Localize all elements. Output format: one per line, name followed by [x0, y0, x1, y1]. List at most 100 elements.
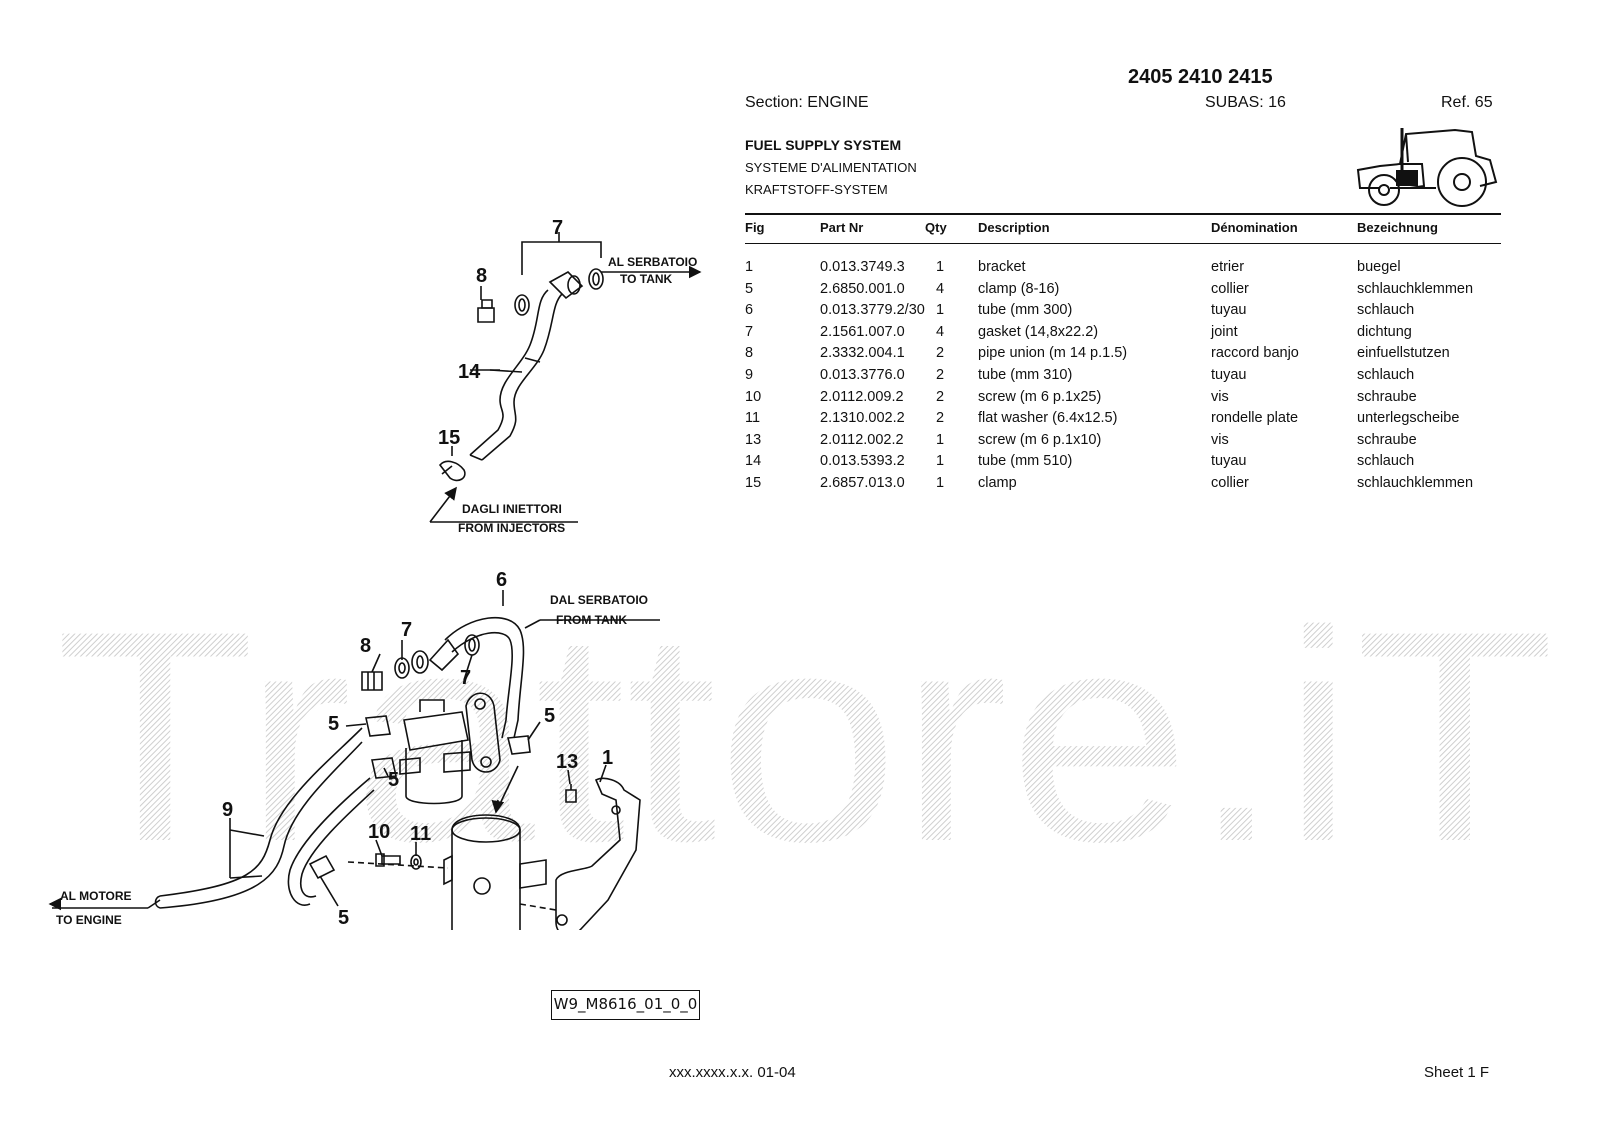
table-row: 1 0.013.3749.3 1 bracket etrier buegel: [745, 257, 1501, 279]
cell-qty: 1: [936, 474, 945, 491]
cell-qty: 2: [936, 410, 945, 427]
cell-bez: schlauch: [1357, 302, 1415, 319]
callout-9: 9: [222, 799, 233, 821]
cell-part: 0.013.3776.0: [820, 366, 905, 383]
label-from-tank-it: DAL SERBATOIO: [550, 593, 648, 607]
table-row: 6 0.013.3779.2/30 1 tube (mm 300) tuyau …: [745, 300, 1501, 322]
cell-den: vis: [1211, 388, 1229, 405]
callout-11: 11: [410, 823, 431, 845]
cell-bez: schraube: [1357, 388, 1417, 405]
section-label: Section: ENGINE: [745, 94, 869, 111]
cell-desc: tube (mm 310): [978, 366, 1073, 383]
label-to-tank-en: TO TANK: [620, 272, 673, 286]
col-header-fig: Fig: [745, 220, 765, 235]
callout-7-top: 7: [552, 217, 563, 239]
cell-desc: screw (m 6 p.1x25): [978, 388, 1102, 405]
cell-desc: gasket (14,8x22.2): [978, 323, 1099, 340]
cell-desc: screw (m 6 p.1x10): [978, 431, 1102, 448]
col-header-part: Part Nr: [820, 220, 864, 235]
cell-desc: flat washer (6.4x12.5): [978, 410, 1118, 427]
cell-part: 2.0112.009.2: [820, 388, 904, 405]
cell-den: tuyau: [1211, 453, 1247, 470]
cell-qty: 1: [936, 259, 945, 275]
cell-den: joint: [1211, 323, 1238, 340]
cell-fig: 8: [745, 345, 754, 362]
parts-table: 1 0.013.3749.3 1 bracket etrier buegel 5…: [745, 257, 1501, 495]
cell-den: tuyau: [1211, 366, 1247, 383]
table-row: 9 0.013.3776.0 2 tube (mm 310) tuyau sch…: [745, 365, 1501, 387]
cell-bez: buegel: [1357, 259, 1401, 275]
cell-den: collier: [1211, 280, 1249, 297]
callout-5-b: 5: [544, 705, 555, 727]
cell-den: etrier: [1211, 259, 1245, 275]
callout-6: 6: [496, 569, 507, 591]
footer-code: xxx.xxxx.x.x. 01-04: [669, 1064, 796, 1081]
cell-part: 0.013.3749.3: [820, 259, 905, 275]
cell-qty: 1: [936, 302, 945, 319]
callout-15: 15: [438, 427, 460, 449]
cell-bez: unterlegscheibe: [1357, 410, 1460, 427]
title-de: KRAFTSTOFF-SYSTEM: [745, 182, 888, 197]
cell-qty: 2: [936, 366, 945, 383]
cell-fig: 5: [745, 280, 754, 297]
col-header-bezeichnung: Bezeichnung: [1357, 220, 1438, 235]
cell-den: rondelle plate: [1211, 410, 1299, 427]
cell-part: 0.013.3779.2/30: [820, 302, 925, 319]
cell-bez: schlauchklemmen: [1357, 474, 1474, 491]
cell-fig: 1: [745, 259, 754, 275]
cell-fig: 7: [745, 323, 754, 340]
table-row: 14 0.013.5393.2 1 tube (mm 510) tuyau sc…: [745, 451, 1501, 473]
cell-fig: 10: [745, 388, 762, 405]
callout-13: 13: [556, 751, 578, 773]
callout-5-a: 5: [328, 713, 339, 735]
callout-7-bottom-b: 7: [460, 667, 471, 689]
cell-qty: 1: [936, 431, 945, 448]
cell-part: 2.1561.007.0: [820, 323, 905, 340]
cell-bez: schraube: [1357, 431, 1417, 448]
label-from-tank-en: FROM TANK: [556, 613, 627, 627]
cell-fig: 11: [745, 410, 761, 427]
cell-den: collier: [1211, 474, 1249, 491]
cell-part: 2.0112.002.2: [820, 431, 904, 448]
callout-8-bottom: 8: [360, 635, 371, 657]
title-en: FUEL SUPPLY SYSTEM: [745, 137, 902, 153]
label-from-injectors-it: DAGLI INIETTORI: [462, 502, 562, 516]
cell-part: 2.6850.001.0: [820, 280, 905, 297]
cell-fig: 9: [745, 366, 754, 383]
cell-bez: dichtung: [1357, 323, 1412, 340]
title-fr: SYSTEME D'ALIMENTATION: [745, 160, 917, 175]
cell-bez: schlauchklemmen: [1357, 280, 1474, 297]
cell-part: 2.6857.013.0: [820, 474, 905, 491]
cell-bez: einfuellstutzen: [1357, 345, 1450, 362]
callout-8-top: 8: [476, 265, 487, 287]
callout-14: 14: [458, 361, 481, 383]
cell-bez: schlauch: [1357, 366, 1415, 383]
label-from-injectors-en: FROM INJECTORS: [458, 521, 565, 535]
table-row: 7 2.1561.007.0 4 gasket (14,8x22.2) join…: [745, 322, 1501, 344]
cell-fig: 15: [745, 474, 762, 491]
table-row: 8 2.3332.004.1 2 pipe union (m 14 p.1.5)…: [745, 343, 1501, 365]
cell-den: vis: [1211, 431, 1229, 448]
sheet-label: Sheet 1 F: [1424, 1064, 1490, 1081]
cell-desc: bracket: [978, 259, 1026, 275]
cell-fig: 13: [745, 431, 762, 448]
cell-bez: schlauch: [1357, 453, 1415, 470]
callout-5-d: 5: [338, 907, 349, 929]
label-to-engine-it: AL MOTORE: [60, 889, 132, 903]
col-header-denomination: Dénomination: [1211, 220, 1298, 235]
cell-qty: 4: [936, 323, 945, 340]
cell-fig: 6: [745, 302, 754, 319]
table-row: 15 2.6857.013.0 1 clamp collier schlauch…: [745, 473, 1501, 495]
callout-7-bottom-a: 7: [401, 619, 412, 641]
exploded-diagram: 7 8 14 15 6 7 8 7 5 5 5 5 13 1 9 10 11 A…: [48, 217, 702, 930]
table-row: 13 2.0112.002.2 1 screw (m 6 p.1x10) vis…: [745, 430, 1501, 452]
callout-1: 1: [602, 747, 613, 769]
cell-qty: 1: [936, 453, 945, 470]
cell-qty: 2: [936, 388, 945, 405]
subas-label: SUBAS: 16: [1205, 94, 1286, 111]
cell-den: tuyau: [1211, 302, 1247, 319]
cell-den: raccord banjo: [1211, 345, 1299, 362]
cell-desc: tube (mm 510): [978, 453, 1073, 470]
cell-desc: tube (mm 300): [978, 302, 1073, 319]
table-row: 10 2.0112.009.2 2 screw (m 6 p.1x25) vis…: [745, 387, 1501, 409]
